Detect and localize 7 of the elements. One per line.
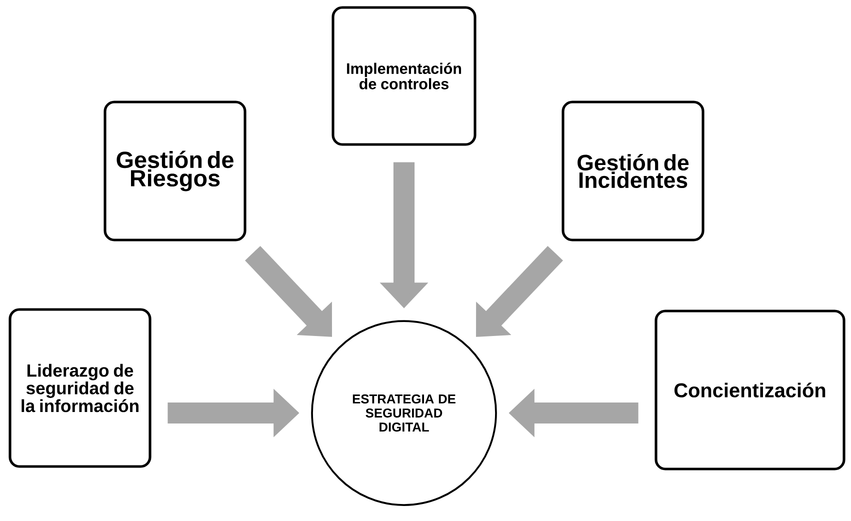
process-box: Concientización [654,310,846,470]
process-box: Liderazgo de seguridad de la información [8,308,152,468]
block-arrow [476,246,564,337]
process-box: Gestión de Incidentes [562,100,704,242]
process-box: Gestión de Riesgos [104,100,246,242]
process-box: Implementación de controles [332,6,476,146]
block-arrow [245,246,332,337]
